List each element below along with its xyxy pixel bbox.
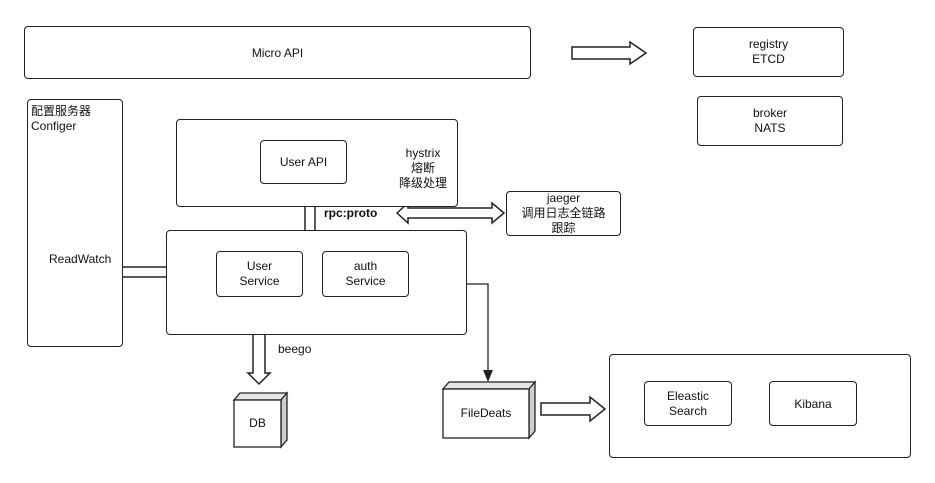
configer-box (27, 99, 123, 347)
micro-api-box: Micro API (24, 26, 531, 79)
jaeger-box: jaeger 调用日志全链路 跟踪 (506, 191, 621, 236)
broker-box: broker NATS (697, 96, 843, 146)
registry-label: registry ETCD (748, 37, 789, 66)
beego-label: beego (278, 342, 312, 356)
auth-service-box: auth Service (322, 251, 409, 297)
elastic-search-box: Eleastic Search (644, 381, 732, 426)
user-api-label: User API (279, 155, 328, 169)
db-label: DB (249, 416, 266, 430)
kibana-label: Kibana (794, 396, 832, 411)
micro-api-label: Micro API (251, 45, 304, 60)
jaeger-label: jaeger 调用日志全链路 跟踪 (521, 191, 606, 235)
elastic-search-label: Eleastic Search (666, 388, 710, 418)
user-service-label: User Service (239, 259, 280, 288)
readwatch-label: ReadWatch (49, 252, 112, 266)
user-service-box: User Service (216, 251, 303, 297)
arrow-microapi-to-registry (571, 40, 648, 66)
services-container (166, 230, 467, 335)
kibana-box: Kibana (769, 381, 857, 426)
arrow-filedeats-to-elk (540, 395, 607, 423)
line-beego-to-filedeats (467, 283, 489, 372)
auth-service-label: auth Service (345, 259, 386, 288)
filedeats-label: FileDeats (460, 406, 512, 420)
db-cube-shape (232, 391, 289, 449)
user-api-box: User API (260, 140, 347, 184)
configer-label: 配置服务器 Configer (31, 104, 92, 133)
hystrix-label: hystrix 熔断 降级处理 (398, 146, 447, 190)
arrowhead-filedeats (483, 370, 493, 382)
broker-label: broker NATS (752, 106, 787, 135)
filedeats-cube-shape (441, 380, 537, 440)
rpc-proto-label: rpc:proto (324, 206, 378, 220)
registry-box: registry ETCD (693, 27, 844, 77)
